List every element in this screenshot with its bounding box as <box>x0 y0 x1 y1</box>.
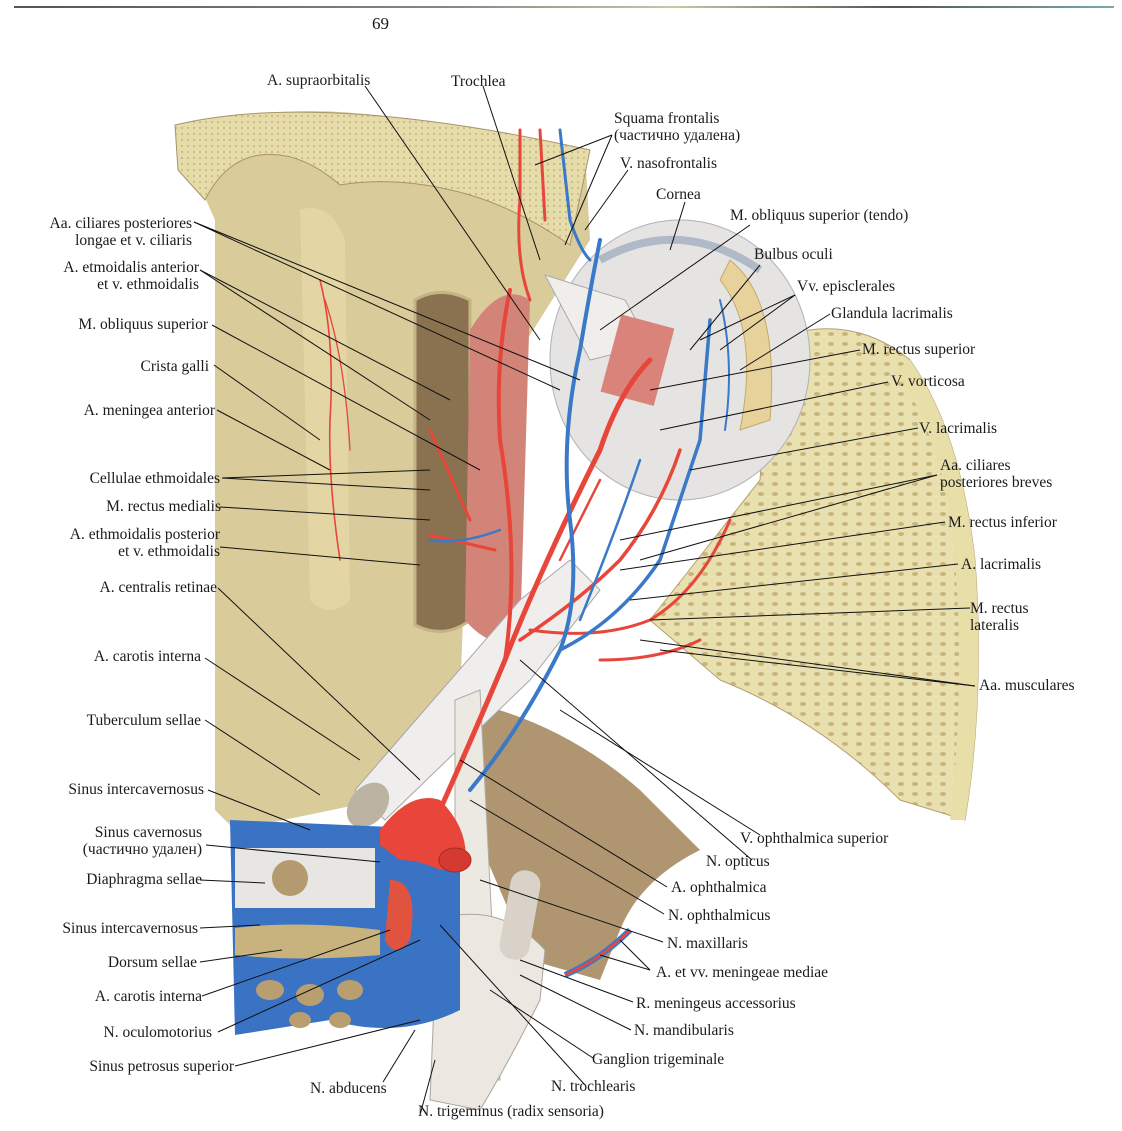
superior-rectus-cut <box>600 314 675 406</box>
vein-network <box>428 128 730 792</box>
label-v-lacrimalis: V. lacrimalis <box>919 420 998 437</box>
label-sinus-cavernosus: Sinus cavernosus(частично удален) <box>83 824 202 858</box>
label-m-obliquus-superior-tendo: M. obliquus superior (tendo) <box>730 207 909 224</box>
carotid-cut <box>438 847 472 873</box>
label-n-mandibularis: N. mandibularis <box>634 1022 734 1039</box>
crista-galli-region <box>300 208 350 610</box>
label-tuberculum-sellae: Tuberculum sellae <box>86 712 201 729</box>
maxillary-nerve <box>499 870 541 960</box>
label-glandula-lacrimalis: Glandula lacrimalis <box>831 305 953 322</box>
label-aa-ciliares-longae-line2: longae et v. ciliaris <box>75 232 192 249</box>
label-aa-ciliares-breves-line1: Aa. ciliares <box>940 457 1011 474</box>
label-a-etmoidalis-anterior-line2: et v. ethmoidalis <box>97 276 199 293</box>
label-cellulae-ethmoidales: Cellulae ethmoidales <box>89 470 220 487</box>
label-v-ophthalmica-superior: V. ophthalmica superior <box>740 830 889 847</box>
label-m-rectus-medialis: M. rectus medialis <box>106 498 221 515</box>
label-a-ethmoidalis-posterior-line1: A. ethmoidalis posterior <box>69 526 220 543</box>
label-v-vorticosa: V. vorticosa <box>891 373 965 390</box>
label-squama-frontalis: Squama frontalis(частично удалена) <box>614 110 740 144</box>
hypophysis-opening <box>272 860 308 896</box>
cornea <box>598 235 763 274</box>
label-sinus-intercavernosus-upper: Sinus intercavernosus <box>68 781 204 798</box>
label-m-rectus-superior: M. rectus superior <box>862 341 976 358</box>
label-v-nasofrontalis: V. nasofrontalis <box>620 155 718 172</box>
label-crista-galli: Crista galli <box>140 358 209 375</box>
medial-rectus-muscle <box>465 294 530 643</box>
label-a-carotis-interna-lower: A. carotis interna <box>94 988 202 1005</box>
page-number: 69 <box>372 14 389 33</box>
label-sinus-petrosus-superior: Sinus petrosus superior <box>89 1058 234 1075</box>
label-a-carotis-interna-upper: A. carotis interna <box>93 648 201 665</box>
label-n-abducens: N. abducens <box>310 1080 387 1097</box>
label-m-rectus-inferior: M. rectus inferior <box>948 514 1057 531</box>
label-a-et-vv-meningeae-mediae: A. et vv. meningeae mediae <box>656 964 829 981</box>
label-a-lacrimalis: A. lacrimalis <box>961 556 1042 573</box>
label-a-centralis-retinae: A. centralis retinae <box>99 579 217 596</box>
label-a-etmoidalis-anterior-line1: A. etmoidalis anterior <box>63 259 199 276</box>
dorsum-sellae <box>235 924 380 959</box>
label-n-oculomotorius: N. oculomotorius <box>103 1024 213 1041</box>
optic-nerve-cut <box>346 782 390 828</box>
label-aa-ciliares-breves-line2: posteriores breves <box>940 474 1053 491</box>
label-dorsum-sellae: Dorsum sellae <box>107 954 197 971</box>
label-aa-musculares: Aa. musculares <box>979 677 1075 694</box>
label-n-trochlearis: N. trochlearis <box>551 1078 636 1095</box>
label-n-opticus: N. opticus <box>706 853 770 870</box>
lateral-wall-edge <box>895 360 979 820</box>
label-n-maxillaris: N. maxillaris <box>667 935 748 952</box>
lacrimal-gland <box>719 259 773 431</box>
label-aa-ciliares-longae-line1: Aa. ciliares posteriores <box>49 215 192 232</box>
label-a-meningea-anterior: A. meningea anterior <box>83 402 215 419</box>
label-m-rectus-lateralis-line1: M. rectus <box>970 600 1029 617</box>
label-cornea: Cornea <box>656 186 701 203</box>
leader-lines <box>193 85 976 1116</box>
label-squama-frontalis-line1: Squama frontalis <box>614 110 720 127</box>
label-n-ophthalmicus: N. ophthalmicus <box>668 907 771 924</box>
label-squama-frontalis-line2: (частично удалена) <box>614 127 741 144</box>
label-sinus-cavernosus-line1: Sinus cavernosus <box>94 824 202 841</box>
page-header-rule <box>14 6 1114 8</box>
optic-nerve <box>354 559 601 821</box>
label-a-supraorbitalis: A. supraorbitalis <box>267 72 371 89</box>
label-n-trigeminus: N. trigeminus (radix sensoria) <box>418 1103 604 1120</box>
label-m-obliquus-superior: M. obliquus superior <box>78 316 208 333</box>
label-diaphragma-sellae: Diaphragma sellae <box>86 871 202 888</box>
petrosal-sinus-holes <box>256 980 363 1028</box>
label-m-rectus-lateralis-line2: lateralis <box>970 617 1020 634</box>
label-ganglion-trigeminale: Ganglion trigeminale <box>592 1051 725 1068</box>
squama-frontalis-bone <box>174 111 591 246</box>
cranial-fossa-region <box>175 111 590 830</box>
label-r-meningeus-accessorius: R. meningeus accessorius <box>636 995 796 1012</box>
label-vv-episclerales: Vv. episclerales <box>797 278 895 295</box>
carotid-cavernous-segment <box>385 880 413 950</box>
label-sinus-intercavernosus-lower: Sinus intercavernosus <box>62 920 198 937</box>
label-sinus-cavernosus-line2: (частично удален) <box>82 841 202 858</box>
label-a-ethmoidalis-posterior-line2: et v. ethmoidalis <box>118 543 220 560</box>
artery-network <box>319 128 732 813</box>
label-a-ophthalmica: A. ophthalmica <box>671 879 767 896</box>
label-trochlea: Trochlea <box>451 73 506 90</box>
label-bulbus-oculi: Bulbus oculi <box>754 246 833 263</box>
ethmoid-cells-region <box>413 291 472 633</box>
